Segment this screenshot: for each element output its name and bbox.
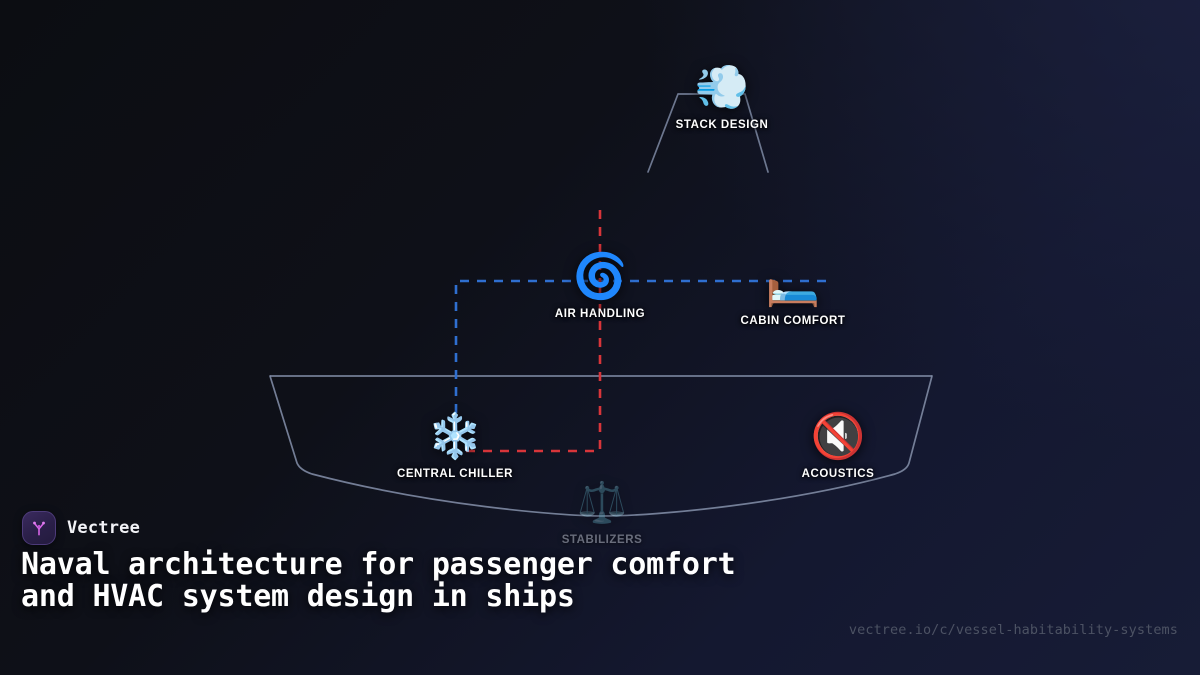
- cyclone-icon: 🌀: [572, 252, 628, 301]
- brand-lockup: Vectree: [22, 511, 140, 545]
- wind-cloud-icon: 💨: [694, 63, 750, 112]
- stack-funnel-shape: [647, 93, 769, 173]
- diagram-node-stack-design[interactable]: 💨 STACK DESIGN: [627, 63, 817, 132]
- diagram-node-central-chiller[interactable]: ❄️ CENTRAL CHILLER: [360, 412, 550, 481]
- muted-speaker-icon: 🔇: [810, 412, 866, 461]
- diagram-node-label: STABILIZERS: [561, 534, 643, 546]
- diagram-node-acoustics[interactable]: 🔇 ACOUSTICS: [743, 412, 933, 481]
- diagram-node-air-handling[interactable]: 🌀 AIR HANDLING: [505, 252, 695, 321]
- page-title: Naval architecture for passenger comfort…: [21, 547, 736, 614]
- connection-chiller-to-cabin: [454, 279, 832, 447]
- diagram-node-label: STACK DESIGN: [675, 119, 769, 131]
- diagram-node-label: ACOUSTICS: [801, 468, 875, 480]
- diagram-node-label: CABIN COMFORT: [740, 315, 846, 327]
- diagram-node-cabin-comfort[interactable]: 🛏️ CABIN COMFORT: [698, 259, 888, 328]
- diagram-node-label: AIR HANDLING: [554, 308, 646, 320]
- connection-airhandling-to-chiller: [455, 287, 602, 453]
- diagram-node-label: CENTRAL CHILLER: [396, 468, 513, 480]
- diagram-node-stabilizers[interactable]: ⚖️ STABILIZERS: [507, 480, 697, 546]
- brand-name: Vectree: [67, 518, 141, 538]
- source-url: vectree.io/c/vessel-habitability-systems: [848, 622, 1178, 638]
- vectree-v-tree-icon: [22, 511, 56, 545]
- balance-scale-icon: ⚖️: [577, 481, 627, 525]
- bed-icon: 🛏️: [765, 259, 821, 308]
- snowflake-icon: ❄️: [427, 412, 483, 461]
